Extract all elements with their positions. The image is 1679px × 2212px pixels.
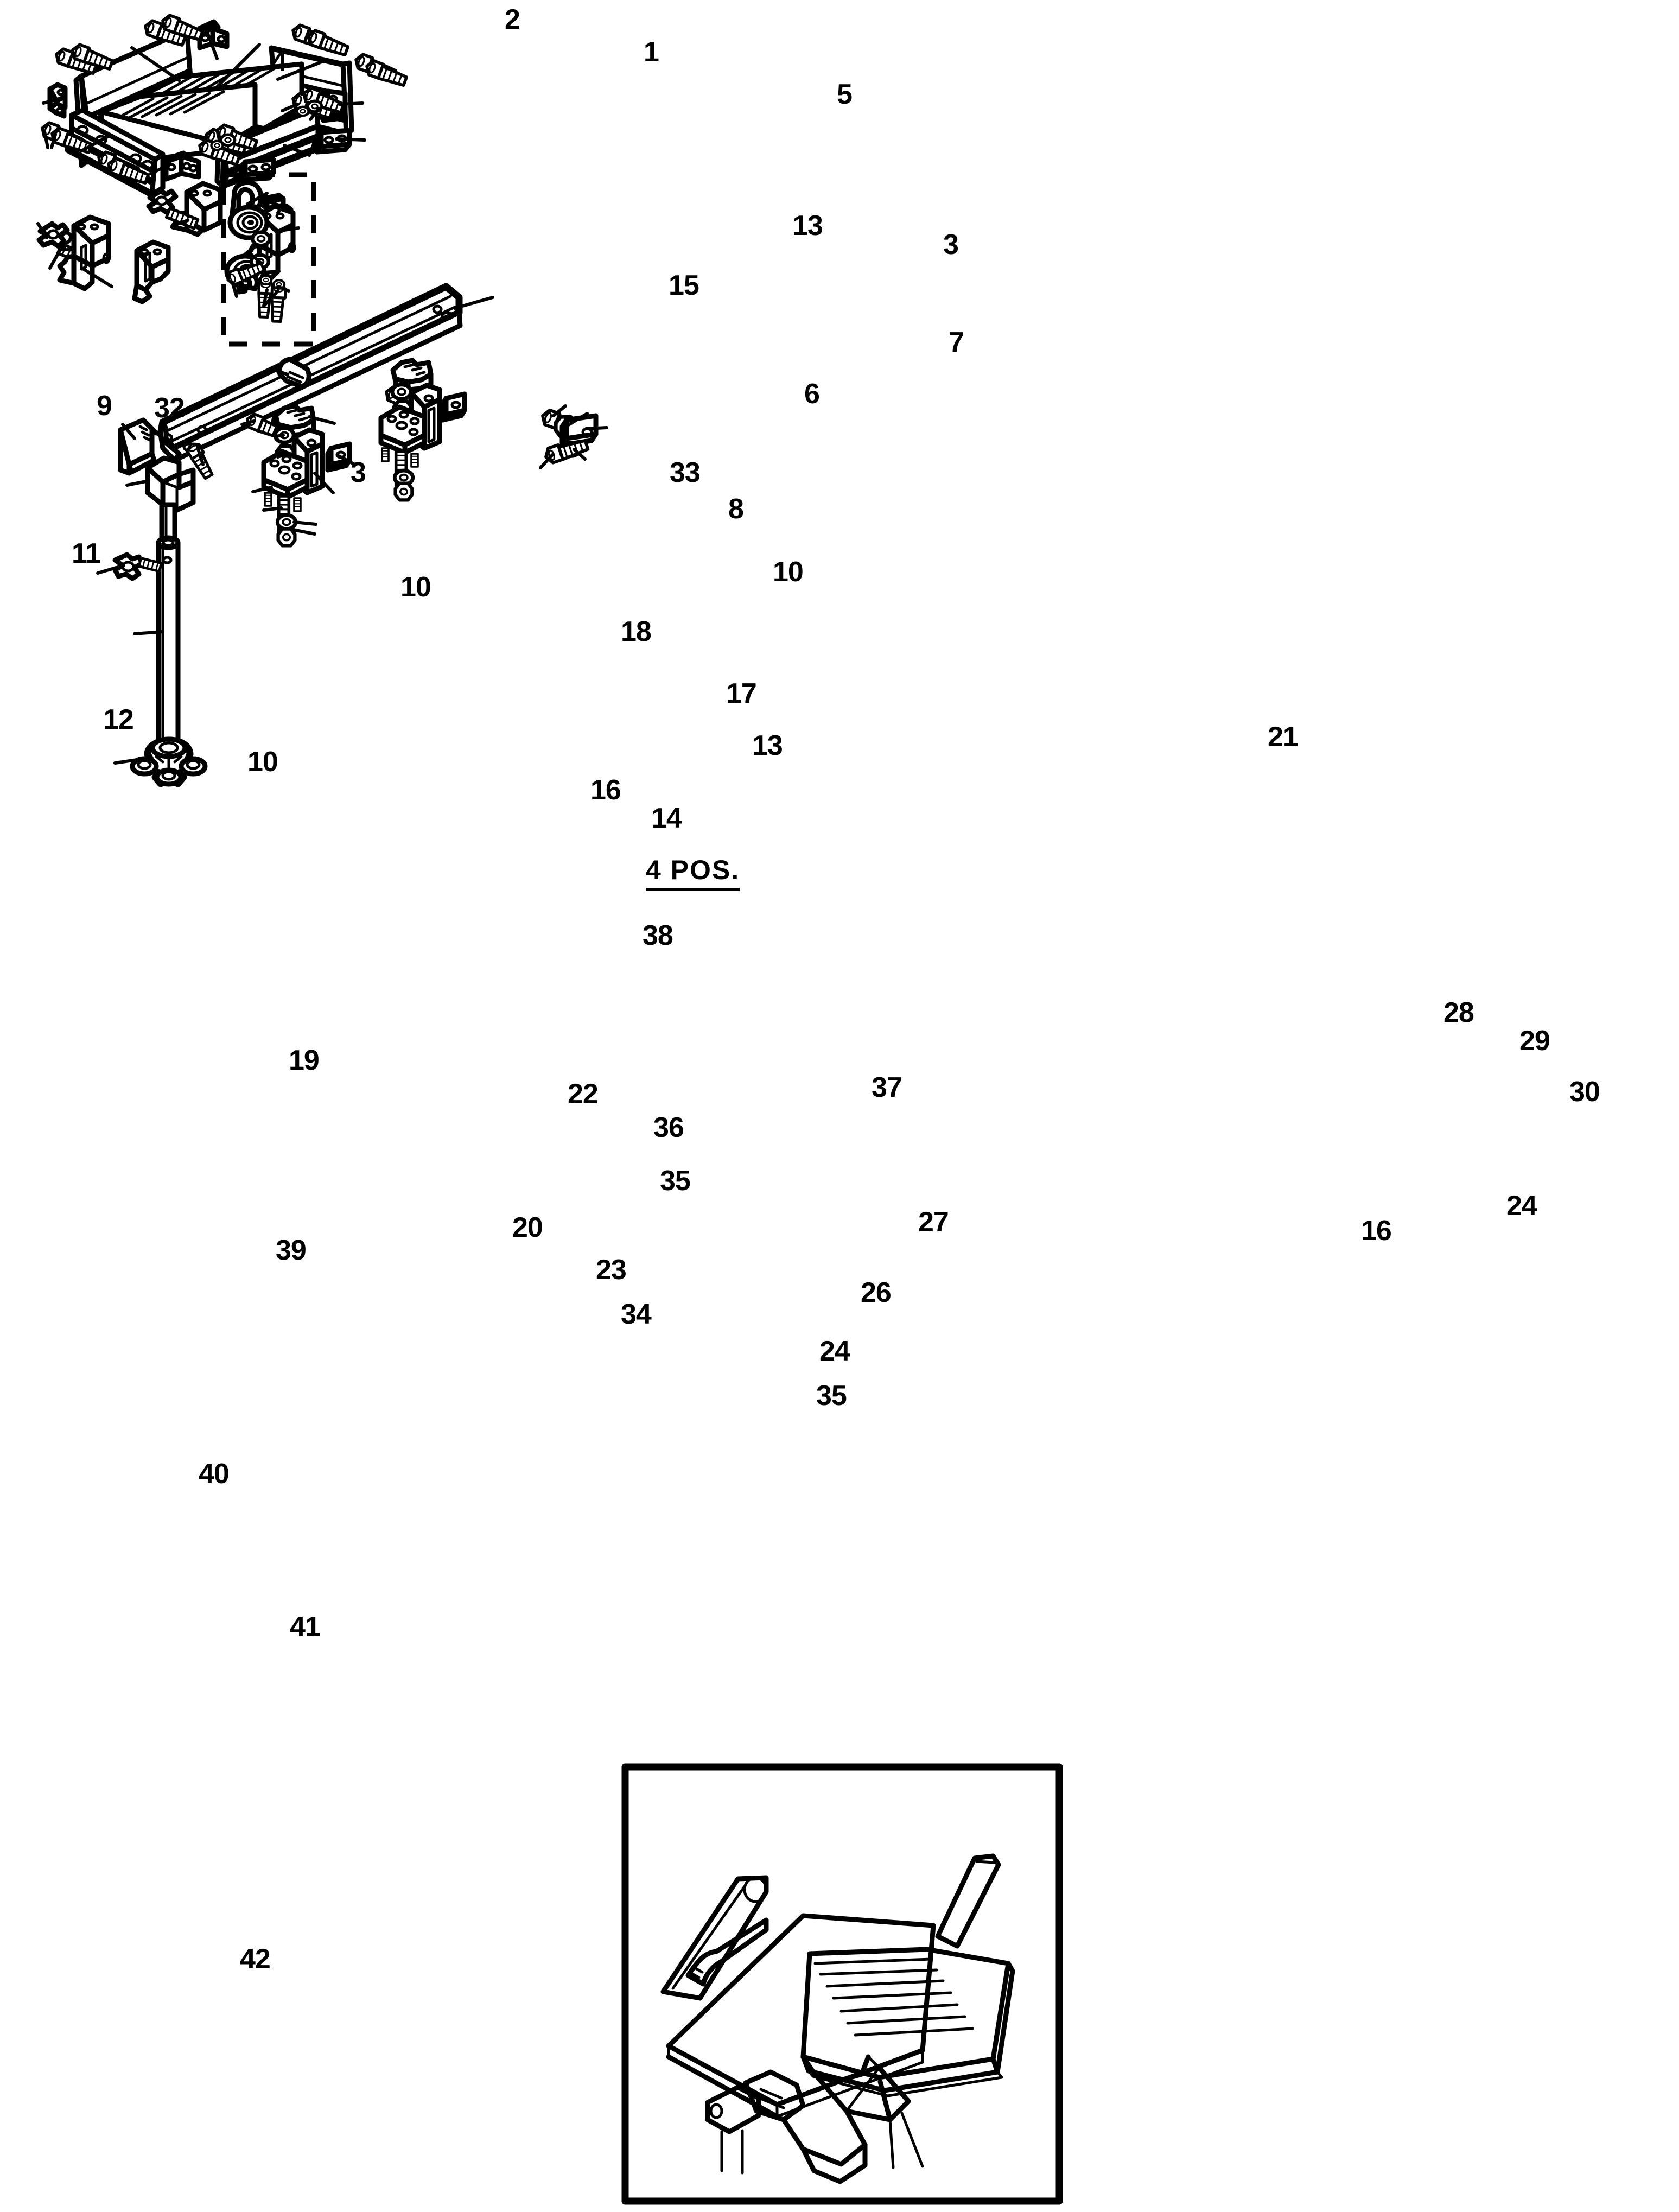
callout-32: 32 bbox=[154, 392, 185, 424]
four-pos-dashed-box bbox=[221, 172, 316, 347]
callout-1: 1 bbox=[644, 36, 659, 68]
callout-14: 14 bbox=[651, 803, 682, 834]
callout-10b: 10 bbox=[400, 571, 431, 603]
callout-13a: 13 bbox=[792, 210, 823, 241]
callout-35b: 35 bbox=[816, 1380, 847, 1412]
callout-3b: 3 bbox=[351, 457, 366, 488]
callout-29: 29 bbox=[1519, 1025, 1550, 1057]
part-38-end-fitting bbox=[277, 357, 311, 389]
callout-19: 19 bbox=[289, 1045, 320, 1076]
part-17-roller-upper bbox=[227, 205, 270, 240]
callout-13b: 13 bbox=[752, 730, 783, 761]
part-42-foot bbox=[130, 736, 208, 787]
callout-16a: 16 bbox=[590, 774, 621, 806]
assembly-inset-box bbox=[621, 1763, 1063, 2205]
callout-2b: 2 bbox=[59, 226, 74, 258]
callout-26: 26 bbox=[861, 1277, 892, 1308]
callout-9: 9 bbox=[97, 390, 112, 422]
callout-24a: 24 bbox=[1506, 1190, 1537, 1222]
callout-28: 28 bbox=[1443, 997, 1474, 1028]
bracket-cluster-right bbox=[378, 358, 467, 500]
callout-21: 21 bbox=[1268, 721, 1299, 753]
callout-37: 37 bbox=[872, 1072, 902, 1103]
callout-38: 38 bbox=[643, 920, 673, 951]
callout-24b: 24 bbox=[819, 1336, 850, 1367]
part-11-wingnut bbox=[36, 221, 70, 249]
callout-17: 17 bbox=[726, 678, 757, 709]
part-12-stud-upper bbox=[164, 206, 200, 230]
part-41-tube bbox=[156, 535, 181, 756]
callout-41: 41 bbox=[290, 1611, 321, 1643]
callout-3a: 3 bbox=[943, 229, 959, 260]
callout-12: 12 bbox=[103, 704, 134, 735]
part-40-wingscrew bbox=[112, 552, 163, 581]
callout-27: 27 bbox=[918, 1206, 949, 1238]
callout-2a: 2 bbox=[505, 4, 520, 35]
callout-6: 6 bbox=[804, 378, 820, 410]
part-7-plate bbox=[314, 128, 352, 155]
callout-39: 39 bbox=[276, 1235, 307, 1266]
part-2-bracket-top bbox=[197, 19, 230, 50]
callout-20: 20 bbox=[512, 1212, 543, 1243]
callout-36: 36 bbox=[653, 1112, 684, 1143]
callout-5: 5 bbox=[837, 79, 853, 110]
callout-4: 4 bbox=[271, 46, 287, 78]
callout-18: 18 bbox=[621, 616, 652, 647]
callout-7: 7 bbox=[949, 327, 964, 358]
leader-lines bbox=[36, 32, 608, 765]
callout-23: 23 bbox=[596, 1254, 627, 1286]
callout-30: 30 bbox=[1569, 1076, 1600, 1108]
part-10-clamp-hook bbox=[132, 239, 171, 304]
part-10-clamp-upper bbox=[170, 181, 223, 237]
callout-42: 42 bbox=[240, 1943, 271, 1975]
callout-16b: 16 bbox=[1361, 1215, 1392, 1247]
four-pos-note: 4 POS. bbox=[646, 854, 740, 891]
callout-35a: 35 bbox=[660, 1165, 691, 1197]
callout-11: 11 bbox=[72, 538, 101, 569]
callout-34: 34 bbox=[621, 1299, 652, 1330]
callout-22: 22 bbox=[568, 1078, 599, 1110]
callout-10c: 10 bbox=[247, 746, 278, 778]
part-27-pad-b bbox=[440, 391, 467, 423]
part-35-nut-lower bbox=[278, 529, 295, 546]
callout-10a: 10 bbox=[773, 556, 804, 588]
callout-15: 15 bbox=[669, 270, 699, 301]
part-3-bracket-lower bbox=[163, 150, 201, 182]
callout-33: 33 bbox=[670, 457, 701, 488]
part-10-clamp-left bbox=[57, 214, 111, 291]
callout-40: 40 bbox=[199, 1458, 230, 1490]
callout-8: 8 bbox=[728, 493, 744, 525]
